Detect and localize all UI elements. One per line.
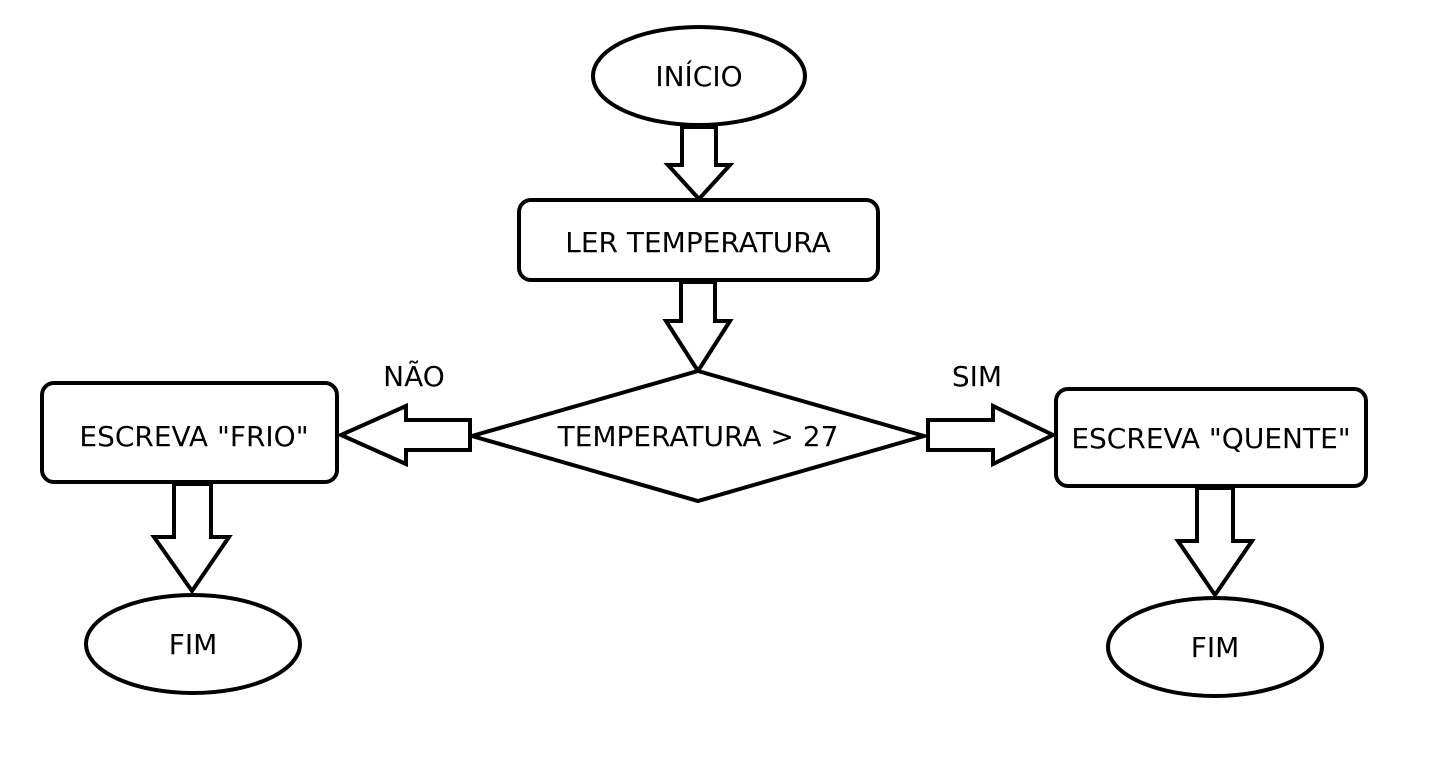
arrow-decision-to-cold [336,402,472,468]
branch-yes-label: SIM [952,360,1002,393]
end-terminal-right [1106,596,1324,698]
write-cold-label: ESCREVA "FRIO" [79,420,308,453]
read-temperature-label: LER TEMPERATURA [565,226,831,259]
arrow-hot-to-end [1174,486,1256,599]
end-left-label: FIM [169,628,218,661]
arrow-start-to-read [663,125,735,202]
arrow-read-to-decision [662,280,734,375]
end-terminal-left [84,593,302,695]
arrow-cold-to-end [150,482,233,595]
arrow-decision-to-hot [926,402,1058,468]
write-hot-label: ESCREVA "QUENTE" [1071,422,1350,455]
decision-diamond [464,368,932,504]
decision-label: TEMPERATURA > 27 [557,420,839,453]
end-right-label: FIM [1191,631,1240,664]
branch-no-label: NÃO [383,360,445,393]
start-label: INÍCIO [655,59,742,93]
